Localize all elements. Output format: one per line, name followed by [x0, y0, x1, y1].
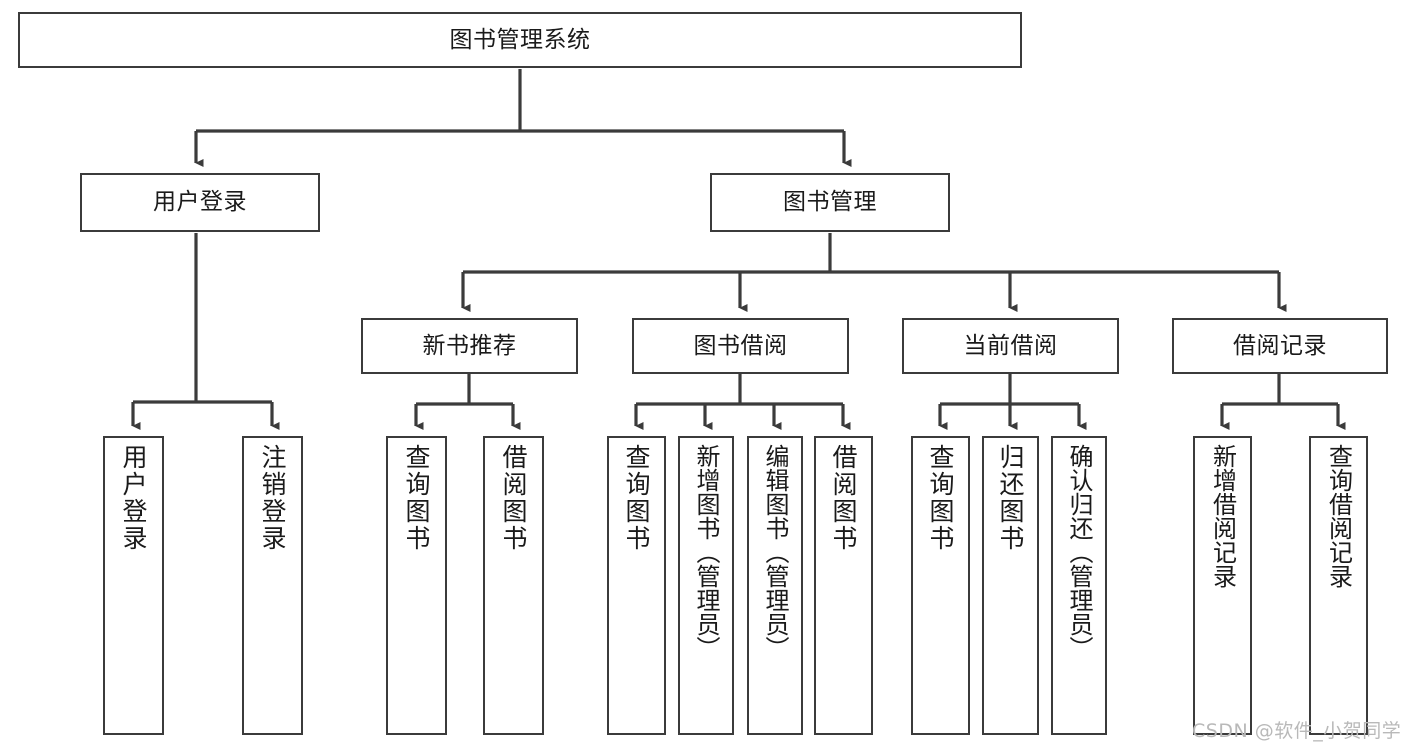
csdn-watermark: CSDN @软件_小贺同学	[1192, 720, 1402, 742]
leaf-add-borrow-record-label: 新增借阅记录	[1208, 444, 1237, 588]
leaf-query-book-recommend-label: 查询图书	[402, 444, 431, 552]
leaf-query-borrow-record[interactable]: 查询借阅记录	[1309, 436, 1368, 735]
leaf-confirm-return-admin-label: 确认归还（管理员）	[1065, 444, 1093, 660]
node-current-borrow[interactable]: 当前借阅	[902, 318, 1119, 374]
node-borrow-record[interactable]: 借阅记录	[1172, 318, 1388, 374]
node-book-borrow-label: 图书借阅	[693, 332, 788, 359]
node-borrow-record-label: 借阅记录	[1233, 332, 1327, 359]
leaf-confirm-return-admin[interactable]: 确认归还（管理员）	[1051, 436, 1107, 735]
leaf-logout[interactable]: 注销登录	[242, 436, 303, 735]
node-new-book-recommend[interactable]: 新书推荐	[361, 318, 578, 374]
node-book-management[interactable]: 图书管理	[710, 173, 950, 232]
node-user-login[interactable]: 用户登录	[80, 173, 320, 232]
leaf-query-book-current[interactable]: 查询图书	[911, 436, 970, 735]
node-book-management-label: 图书管理	[783, 189, 877, 216]
leaf-borrow-book-borrow[interactable]: 借阅图书	[814, 436, 873, 735]
leaf-edit-book-admin-label: 编辑图书（管理员）	[761, 444, 789, 660]
leaf-query-borrow-record-label: 查询借阅记录	[1324, 444, 1353, 588]
leaf-query-book-borrow[interactable]: 查询图书	[607, 436, 666, 735]
leaf-add-borrow-record[interactable]: 新增借阅记录	[1193, 436, 1252, 735]
leaf-query-book-current-label: 查询图书	[926, 444, 955, 552]
leaf-borrow-book-recommend-label: 借阅图书	[499, 444, 528, 552]
leaf-query-book-borrow-label: 查询图书	[622, 444, 651, 552]
leaf-query-book-recommend[interactable]: 查询图书	[386, 436, 447, 735]
node-current-borrow-label: 当前借阅	[963, 332, 1058, 359]
node-root-label: 图书管理系统	[449, 26, 591, 53]
leaf-edit-book-admin[interactable]: 编辑图书（管理员）	[747, 436, 803, 735]
leaf-user-login[interactable]: 用户登录	[103, 436, 164, 735]
leaf-add-book-admin[interactable]: 新增图书（管理员）	[678, 436, 734, 735]
leaf-return-book-label: 归还图书	[996, 444, 1025, 552]
leaf-add-book-admin-label: 新增图书（管理员）	[692, 444, 720, 660]
node-new-book-recommend-label: 新书推荐	[422, 332, 517, 359]
leaf-borrow-book-borrow-label: 借阅图书	[829, 444, 858, 552]
node-book-borrow[interactable]: 图书借阅	[632, 318, 849, 374]
leaf-logout-label: 注销登录	[258, 444, 287, 552]
node-root[interactable]: 图书管理系统	[18, 12, 1022, 68]
node-user-login-label: 用户登录	[153, 189, 247, 216]
leaf-return-book[interactable]: 归还图书	[982, 436, 1039, 735]
leaf-borrow-book-recommend[interactable]: 借阅图书	[483, 436, 544, 735]
leaf-user-login-label: 用户登录	[119, 444, 148, 552]
